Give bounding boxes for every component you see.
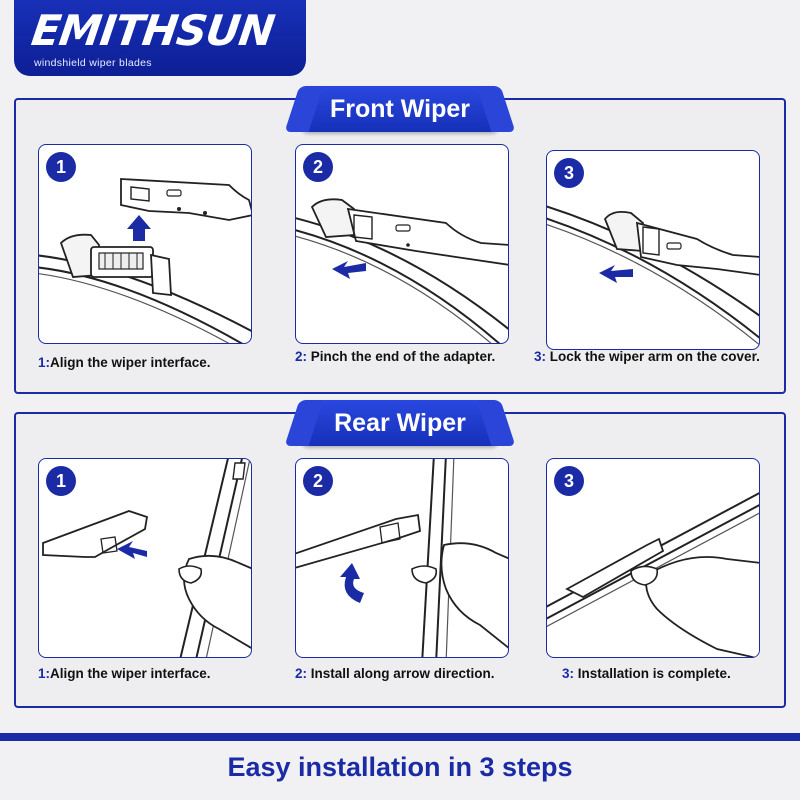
front-wiper-title: Front Wiper [302,86,498,132]
rear-step-1-number: 1 [46,466,76,496]
rear-step-3-caption: 3: Installation is complete. [562,666,731,681]
brand-logo: EMITHSUN windshield wiper blades [14,0,306,76]
rear-step-2-number: 2 [303,466,333,496]
footer-tagline: Easy installation in 3 steps [227,752,573,782]
rear-step-2-caption: 2: Install along arrow direction. [295,666,495,681]
front-step-3-number: 3 [554,158,584,188]
front-step-3-panel: 3 [546,150,760,350]
front-wiper-section: Front Wiper 1 [14,86,786,394]
curved-arrow-icon [340,563,364,603]
front-step-1-caption: 1:Align the wiper interface. [38,355,211,370]
rear-step-3-panel: 3 [546,458,760,658]
front-step-2-illustration [296,198,508,343]
rear-step-1-panel: 1 [38,458,252,658]
arrow-icon [127,215,151,241]
front-step-2-caption: 2: Pinch the end of the adapter. [295,349,496,364]
footer-divider [0,733,800,741]
front-step-2-panel: 2 [295,144,509,344]
front-step-3-illustration [547,205,759,346]
arrow-icon [332,261,366,279]
rear-step-2-illustration [296,459,508,657]
front-step-1-number: 1 [46,152,76,182]
arrow-icon [117,541,147,559]
front-step-1-panel: 1 [38,144,252,344]
rear-step-2-panel: 2 [295,458,509,658]
rear-step-1-caption: 1:Align the wiper interface. [38,666,211,681]
front-step-1-illustration [39,178,251,343]
rear-step-1-illustration [42,459,251,657]
rear-step-3-illustration [547,492,759,657]
rear-step-3-number: 3 [554,466,584,496]
brand-tagline: windshield wiper blades [34,57,152,69]
front-step-3-caption: 3: Lock the wiper arm on the cover. [534,349,760,364]
arrow-icon [599,265,633,283]
brand-name: EMITHSUN [28,6,277,55]
front-step-2-number: 2 [303,152,333,182]
rear-wiper-title: Rear Wiper [302,400,498,446]
rear-wiper-section: Rear Wiper 1 1:Align the wiper interface… [14,400,786,708]
